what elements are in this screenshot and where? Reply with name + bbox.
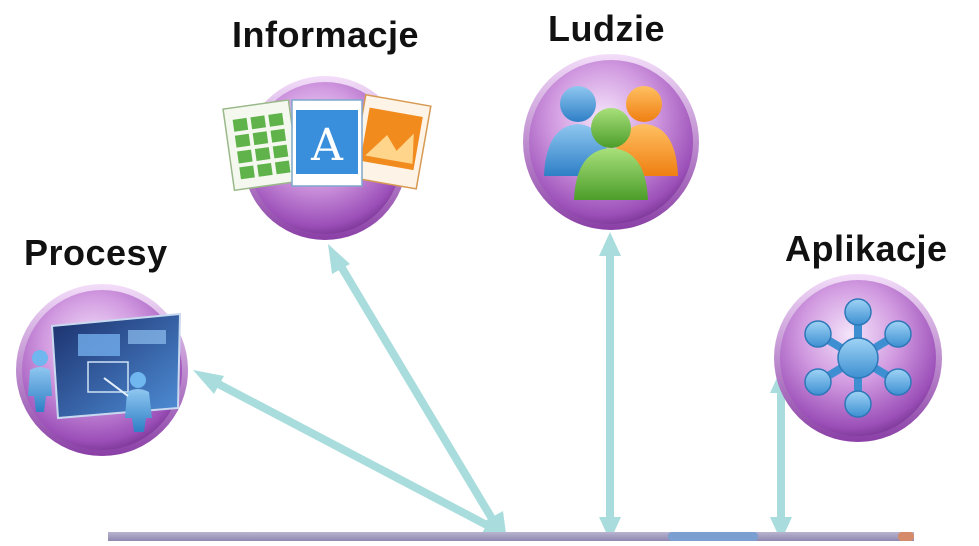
arrow-to-procesy <box>193 370 510 537</box>
label-ludzie: Ludzie <box>548 8 665 49</box>
base-bar-highlight <box>668 532 758 541</box>
arrow-to-ludzie <box>599 232 621 541</box>
documents-icon: A <box>222 93 432 192</box>
node-aplikacje <box>774 274 942 442</box>
network-hub-icon <box>804 298 912 418</box>
base-bar-highlight <box>898 532 914 541</box>
label-procesy: Procesy <box>24 232 168 273</box>
node-ludzie <box>523 54 699 230</box>
base-platform-bar <box>108 532 914 541</box>
people-group-icon <box>544 86 678 200</box>
connectors <box>193 232 792 541</box>
process-presentation-icon <box>28 312 182 432</box>
arrow-to-informacje <box>328 244 507 541</box>
svg-text:A: A <box>310 120 344 171</box>
node-informacje: A <box>222 76 432 240</box>
label-aplikacje: Aplikacje <box>785 228 948 269</box>
node-procesy <box>16 284 188 456</box>
label-informacje: Informacje <box>232 14 420 55</box>
